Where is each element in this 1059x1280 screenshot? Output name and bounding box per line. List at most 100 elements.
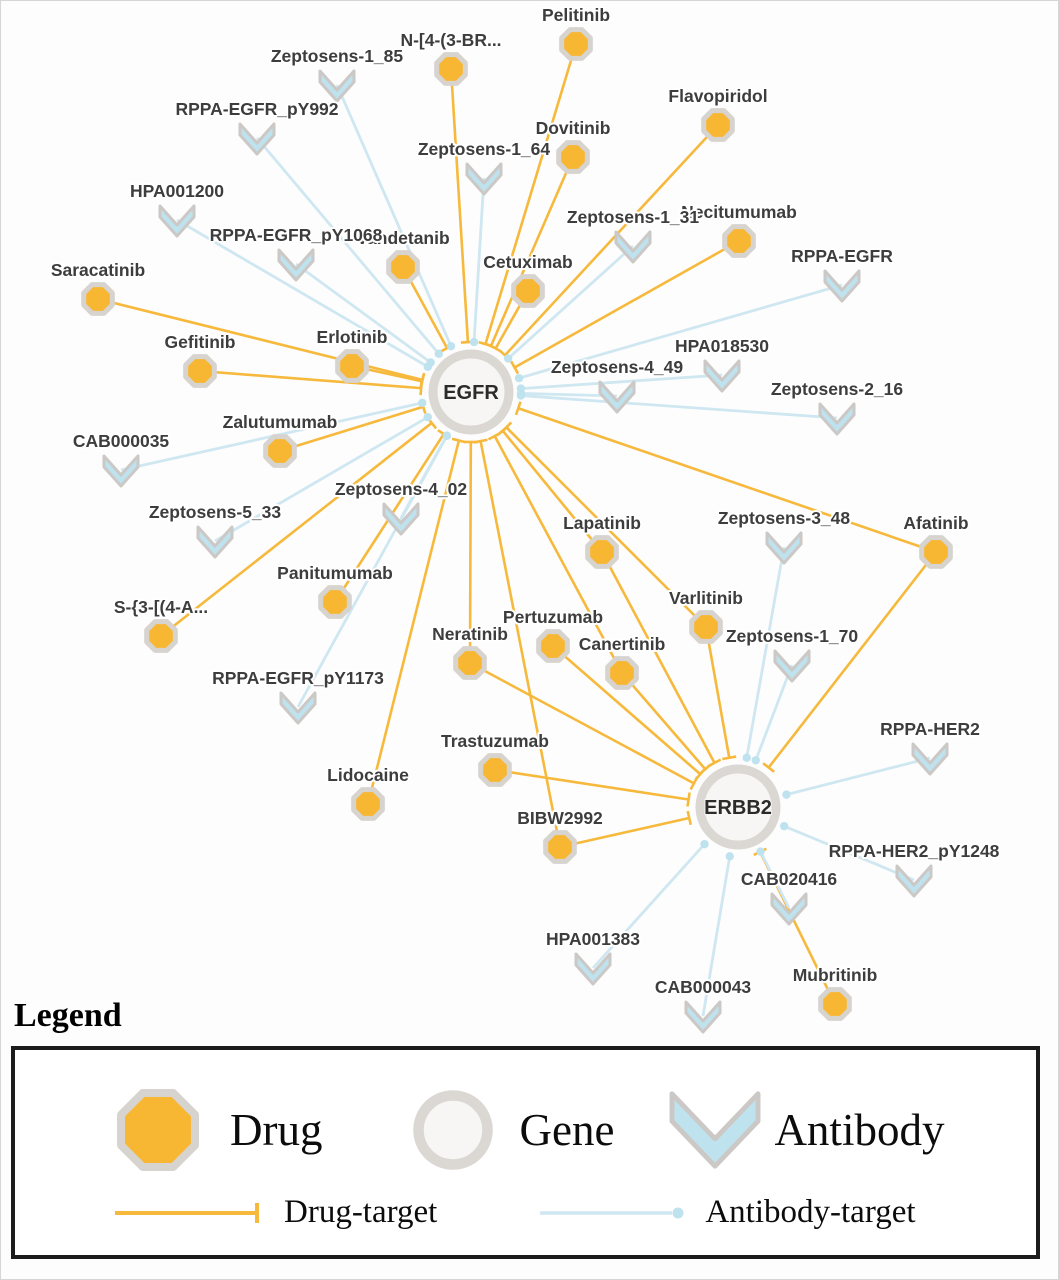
edge-zeptosens_1_85-egfr — [335, 84, 456, 351]
node-label-cab000035: CAB000035 — [73, 431, 170, 451]
antibody-node-zeptosens_4_02[interactable] — [382, 502, 420, 536]
node-label-zalutumumab: Zalutumumab — [223, 412, 338, 432]
node-label-bibw2992: BIBW2992 — [517, 808, 603, 828]
node-label-mubritinib: Mubritinib — [793, 965, 878, 985]
node-label-zeptosens_1_70: Zeptosens-1_70 — [726, 626, 859, 646]
edge-rppa_egfr_py1068-egfr — [295, 262, 435, 367]
drug-node-vandetanib[interactable] — [386, 250, 420, 284]
edge-varlitinib-erbb2 — [704, 626, 737, 761]
drug-node-dovitinib[interactable] — [556, 140, 590, 174]
edge-hpa018530-egfr — [516, 373, 723, 393]
antibody-node-cab000043[interactable] — [684, 1000, 722, 1034]
drug-node-trastuzumab[interactable] — [478, 753, 512, 787]
edge-rppa_egfr_py992-egfr — [255, 137, 443, 358]
drug-node-mubritinib[interactable] — [818, 987, 852, 1021]
edge-zeptosens_2_16-egfr — [516, 391, 838, 420]
legend-item-drug: Drug — [110, 1082, 407, 1178]
edge-cab020416-erbb2 — [756, 847, 791, 909]
node-label-hpa001200: HPA001200 — [130, 181, 224, 201]
antibody-node-rppa_her2[interactable] — [911, 742, 949, 776]
edge-zeptosens_1_31-egfr — [503, 244, 634, 363]
drug-node-n4_3br[interactable] — [434, 52, 468, 86]
edge-lidocaine-egfr — [366, 437, 466, 805]
node-label-zeptosens_5_33: Zeptosens-5_33 — [149, 502, 282, 522]
drug-node-bibw2992[interactable] — [543, 830, 577, 864]
node-label-zeptosens_4_49: Zeptosens-4_49 — [551, 357, 684, 377]
antibody-node-zeptosens_2_16[interactable] — [818, 402, 856, 436]
edge-zeptosens_1_70-erbb2 — [751, 664, 794, 765]
edge-afatinib-egfr — [514, 401, 937, 554]
legend-box: Drug Gene Antibody Drug-target — [11, 1046, 1040, 1259]
edge-bibw2992-egfr — [473, 438, 562, 848]
edge-pertuzumab-erbb2 — [552, 645, 706, 781]
drug-node-panitumumab[interactable] — [318, 585, 352, 619]
drug-node-neratinib[interactable] — [453, 646, 487, 680]
drug-node-lidocaine[interactable] — [351, 787, 385, 821]
antibody-node-zeptosens_3_48[interactable] — [765, 531, 803, 565]
antibody-node-cab020416[interactable] — [770, 892, 808, 926]
antibody-node-zeptosens_1_70[interactable] — [773, 649, 811, 683]
drug-node-afatinib[interactable] — [919, 535, 953, 569]
edge-cab000043-erbb2 — [701, 852, 734, 1017]
drug-node-canertinib[interactable] — [605, 656, 639, 690]
node-label-rppa_egfr_py992: RPPA-EGFR_pY992 — [175, 99, 338, 119]
antibody-node-rppa_egfr_py992[interactable] — [238, 122, 276, 156]
drug-node-cetuximab[interactable] — [511, 274, 545, 308]
antibody-node-hpa001200[interactable] — [158, 204, 196, 238]
drug-node-necitumumab[interactable] — [722, 224, 756, 258]
drug-node-pelitinib[interactable] — [559, 27, 593, 61]
antibody-node-zeptosens_1_64[interactable] — [465, 162, 503, 196]
antibody-node-cab000035[interactable] — [102, 454, 140, 488]
edge-rppa_her2-erbb2 — [782, 756, 931, 799]
node-label-zeptosens_1_31: Zeptosens-1_31 — [567, 207, 700, 227]
antibody-node-rppa_egfr_py1173[interactable] — [279, 691, 317, 725]
node-label-afatinib: Afatinib — [903, 513, 968, 533]
gene-node-egfr[interactable]: EGFR — [428, 349, 514, 435]
edge-trastuzumab-erbb2 — [494, 768, 691, 807]
gene-label-erbb2: ERBB2 — [704, 797, 772, 819]
edge-canertinib-egfr — [487, 431, 624, 674]
drug-node-gefitinib[interactable] — [183, 354, 217, 388]
node-label-cab020416: CAB020416 — [741, 869, 838, 889]
antibody-target-edge-icon — [540, 1207, 684, 1218]
drug-node-erlotinib[interactable] — [335, 349, 369, 383]
edge-varlitinib-egfr — [500, 421, 707, 628]
antibody-node-rppa_egfr_py1068[interactable] — [277, 248, 315, 282]
node-label-cab000043: CAB000043 — [655, 977, 752, 997]
drug-node-varlitinib[interactable] — [689, 610, 723, 644]
node-layer: EGFR ERBB2 — [81, 27, 953, 1034]
label-layer: PelitinibN-[4-(3-BR...DovitinibFlavopiri… — [49, 3, 1002, 999]
node-label-rppa_egfr: RPPA-EGFR — [791, 246, 893, 266]
legend-item-antibody: Antibody — [666, 1086, 944, 1174]
gene-node-icon — [413, 1090, 494, 1170]
node-label-gefitinib: Gefitinib — [165, 332, 236, 352]
antibody-node-hpa001383[interactable] — [574, 952, 612, 986]
node-label-rppa_her2_py1248: RPPA-HER2_pY1248 — [829, 841, 1000, 861]
node-label-flavopiridol: Flavopiridol — [668, 86, 767, 106]
drug-node-zalutumumab[interactable] — [263, 434, 297, 468]
drug-node-saracatinib[interactable] — [81, 282, 115, 316]
edge-hpa001383-erbb2 — [591, 839, 709, 969]
node-label-pelitinib: Pelitinib — [542, 5, 610, 25]
antibody-node-rppa_egfr[interactable] — [823, 269, 861, 303]
node-label-lapatinib: Lapatinib — [563, 513, 641, 533]
drug-node-pertuzumab[interactable] — [536, 629, 570, 663]
node-label-zeptosens_2_16: Zeptosens-2_16 — [771, 379, 904, 399]
node-label-necitumumab: Necitumumab — [681, 202, 797, 222]
antibody-node-zeptosens_4_49[interactable] — [598, 380, 636, 414]
drug-node-lapatinib[interactable] — [585, 535, 619, 569]
edge-zeptosens_5_33-egfr — [214, 412, 432, 543]
antibody-node-zeptosens_1_31[interactable] — [614, 230, 652, 264]
drug-node-flavopiridol[interactable] — [701, 108, 735, 142]
antibody-node-rppa_her2_py1248[interactable] — [895, 864, 933, 898]
edge-lapatinib-egfr — [496, 425, 604, 553]
edge-zeptosens_1_64-egfr — [469, 177, 486, 347]
edge-n4_3br-egfr — [449, 68, 475, 344]
antibody-node-hpa018530[interactable] — [703, 359, 741, 393]
gene-node-erbb2[interactable]: ERBB2 — [695, 764, 781, 850]
antibody-node-zeptosens_5_33[interactable] — [196, 525, 234, 559]
drug-node-s3_4a[interactable] — [144, 619, 178, 653]
antibody-node-zeptosens_1_85[interactable] — [318, 69, 356, 103]
